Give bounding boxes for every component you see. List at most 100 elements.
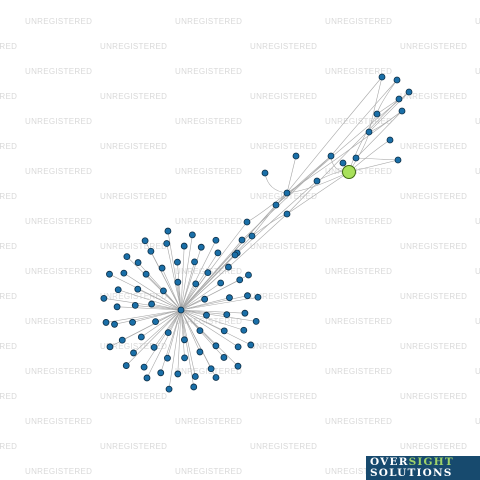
graph-node[interactable] (245, 271, 252, 279)
graph-node[interactable] (352, 154, 360, 162)
graph-node[interactable] (142, 270, 150, 278)
graph-node[interactable] (164, 354, 171, 362)
graph-hub-node[interactable] (177, 306, 185, 314)
graph-node[interactable] (238, 236, 246, 244)
graph-node[interactable] (203, 311, 210, 319)
graph-node[interactable] (158, 264, 166, 272)
graph-node[interactable] (180, 242, 188, 250)
graph-node[interactable] (192, 280, 200, 288)
graph-node[interactable] (234, 343, 242, 351)
graph-node[interactable] (283, 189, 291, 197)
graph-node[interactable] (123, 253, 131, 261)
graph-node[interactable] (181, 354, 188, 362)
graph-node[interactable] (240, 326, 248, 334)
graph-node[interactable] (212, 236, 220, 244)
graph-node[interactable] (212, 342, 220, 350)
graph-node[interactable] (191, 258, 198, 266)
graph-node[interactable] (106, 270, 113, 278)
graph-node[interactable] (327, 152, 335, 160)
graph-node[interactable] (405, 88, 413, 96)
graph-node[interactable] (365, 128, 373, 136)
graph-node[interactable] (272, 201, 280, 209)
graph-node[interactable] (141, 237, 149, 245)
graph-node[interactable] (214, 249, 222, 257)
graph-node[interactable] (190, 383, 198, 391)
graph-node[interactable] (398, 107, 406, 115)
graph-node[interactable] (174, 370, 182, 378)
graph-node[interactable] (261, 169, 269, 177)
graph-node[interactable] (243, 218, 251, 226)
graph-focus-node[interactable] (342, 165, 356, 179)
graph-node[interactable] (231, 251, 239, 259)
graph-node[interactable] (201, 295, 209, 303)
graph-node[interactable] (196, 327, 204, 335)
graph-node[interactable] (148, 300, 155, 308)
graph-node[interactable] (220, 354, 228, 361)
graph-node[interactable] (120, 269, 128, 277)
graph-node[interactable] (394, 156, 402, 164)
graph-node[interactable] (313, 177, 321, 185)
graph-node[interactable] (163, 240, 171, 247)
graph-node[interactable] (150, 343, 158, 351)
graph-node[interactable] (140, 363, 148, 371)
logo-word-over: OVER (370, 456, 409, 468)
graph-node[interactable] (241, 309, 249, 317)
graph-node[interactable] (292, 152, 300, 160)
graph-node[interactable] (223, 311, 231, 318)
graph-node[interactable] (130, 349, 137, 357)
graph-node[interactable] (254, 293, 262, 301)
graph-node[interactable] (196, 348, 204, 356)
graph-node[interactable] (106, 343, 114, 351)
graph-node[interactable] (118, 336, 126, 344)
graph-node[interactable] (386, 136, 394, 144)
graph-node[interactable] (244, 292, 251, 300)
graph-node[interactable] (226, 294, 233, 302)
graph-node[interactable] (217, 279, 225, 287)
graph-node[interactable] (225, 263, 232, 271)
graph-node[interactable] (207, 365, 215, 373)
graph-node[interactable] (283, 210, 291, 218)
graph-node[interactable] (220, 327, 228, 335)
graph-node[interactable] (212, 374, 220, 381)
graph-node[interactable] (373, 110, 381, 118)
graph-node[interactable] (122, 362, 130, 369)
graph-node[interactable] (131, 302, 139, 309)
graph-node[interactable] (191, 373, 199, 380)
graph-node[interactable] (134, 259, 142, 266)
watermark-text: UNREGISTERED (475, 67, 480, 76)
graph-node[interactable] (143, 374, 151, 382)
graph-node[interactable] (129, 318, 136, 326)
graph-node[interactable] (188, 231, 196, 239)
graph-node[interactable] (165, 385, 173, 393)
graph-node[interactable] (395, 95, 403, 103)
graph-edge (330, 79, 398, 157)
graph-node[interactable] (393, 76, 401, 84)
graph-node[interactable] (197, 243, 205, 251)
graph-node[interactable] (174, 258, 181, 266)
graph-node[interactable] (114, 286, 122, 294)
graph-node[interactable] (157, 369, 165, 377)
graph-node[interactable] (147, 247, 155, 255)
graph-node[interactable] (152, 318, 159, 326)
graph-node[interactable] (113, 303, 121, 311)
graph-node[interactable] (164, 227, 172, 235)
graph-node[interactable] (102, 319, 110, 326)
graph-node[interactable] (181, 336, 188, 344)
graph-node[interactable] (234, 362, 242, 370)
graph-node[interactable] (160, 287, 167, 295)
graph-node[interactable] (339, 159, 347, 167)
graph-edge (132, 309, 182, 323)
graph-node[interactable] (236, 276, 244, 284)
graph-node[interactable] (174, 278, 182, 286)
graph-node[interactable] (100, 294, 108, 302)
graph-node[interactable] (252, 317, 260, 325)
graph-node[interactable] (204, 269, 212, 277)
graph-node[interactable] (164, 329, 172, 337)
graph-node[interactable] (111, 320, 118, 328)
graph-node[interactable] (248, 232, 256, 240)
watermark-text: UNREGISTERED (325, 117, 392, 126)
graph-node[interactable] (137, 333, 145, 341)
graph-node[interactable] (247, 341, 255, 349)
graph-node[interactable] (378, 73, 386, 81)
graph-node[interactable] (134, 285, 142, 293)
